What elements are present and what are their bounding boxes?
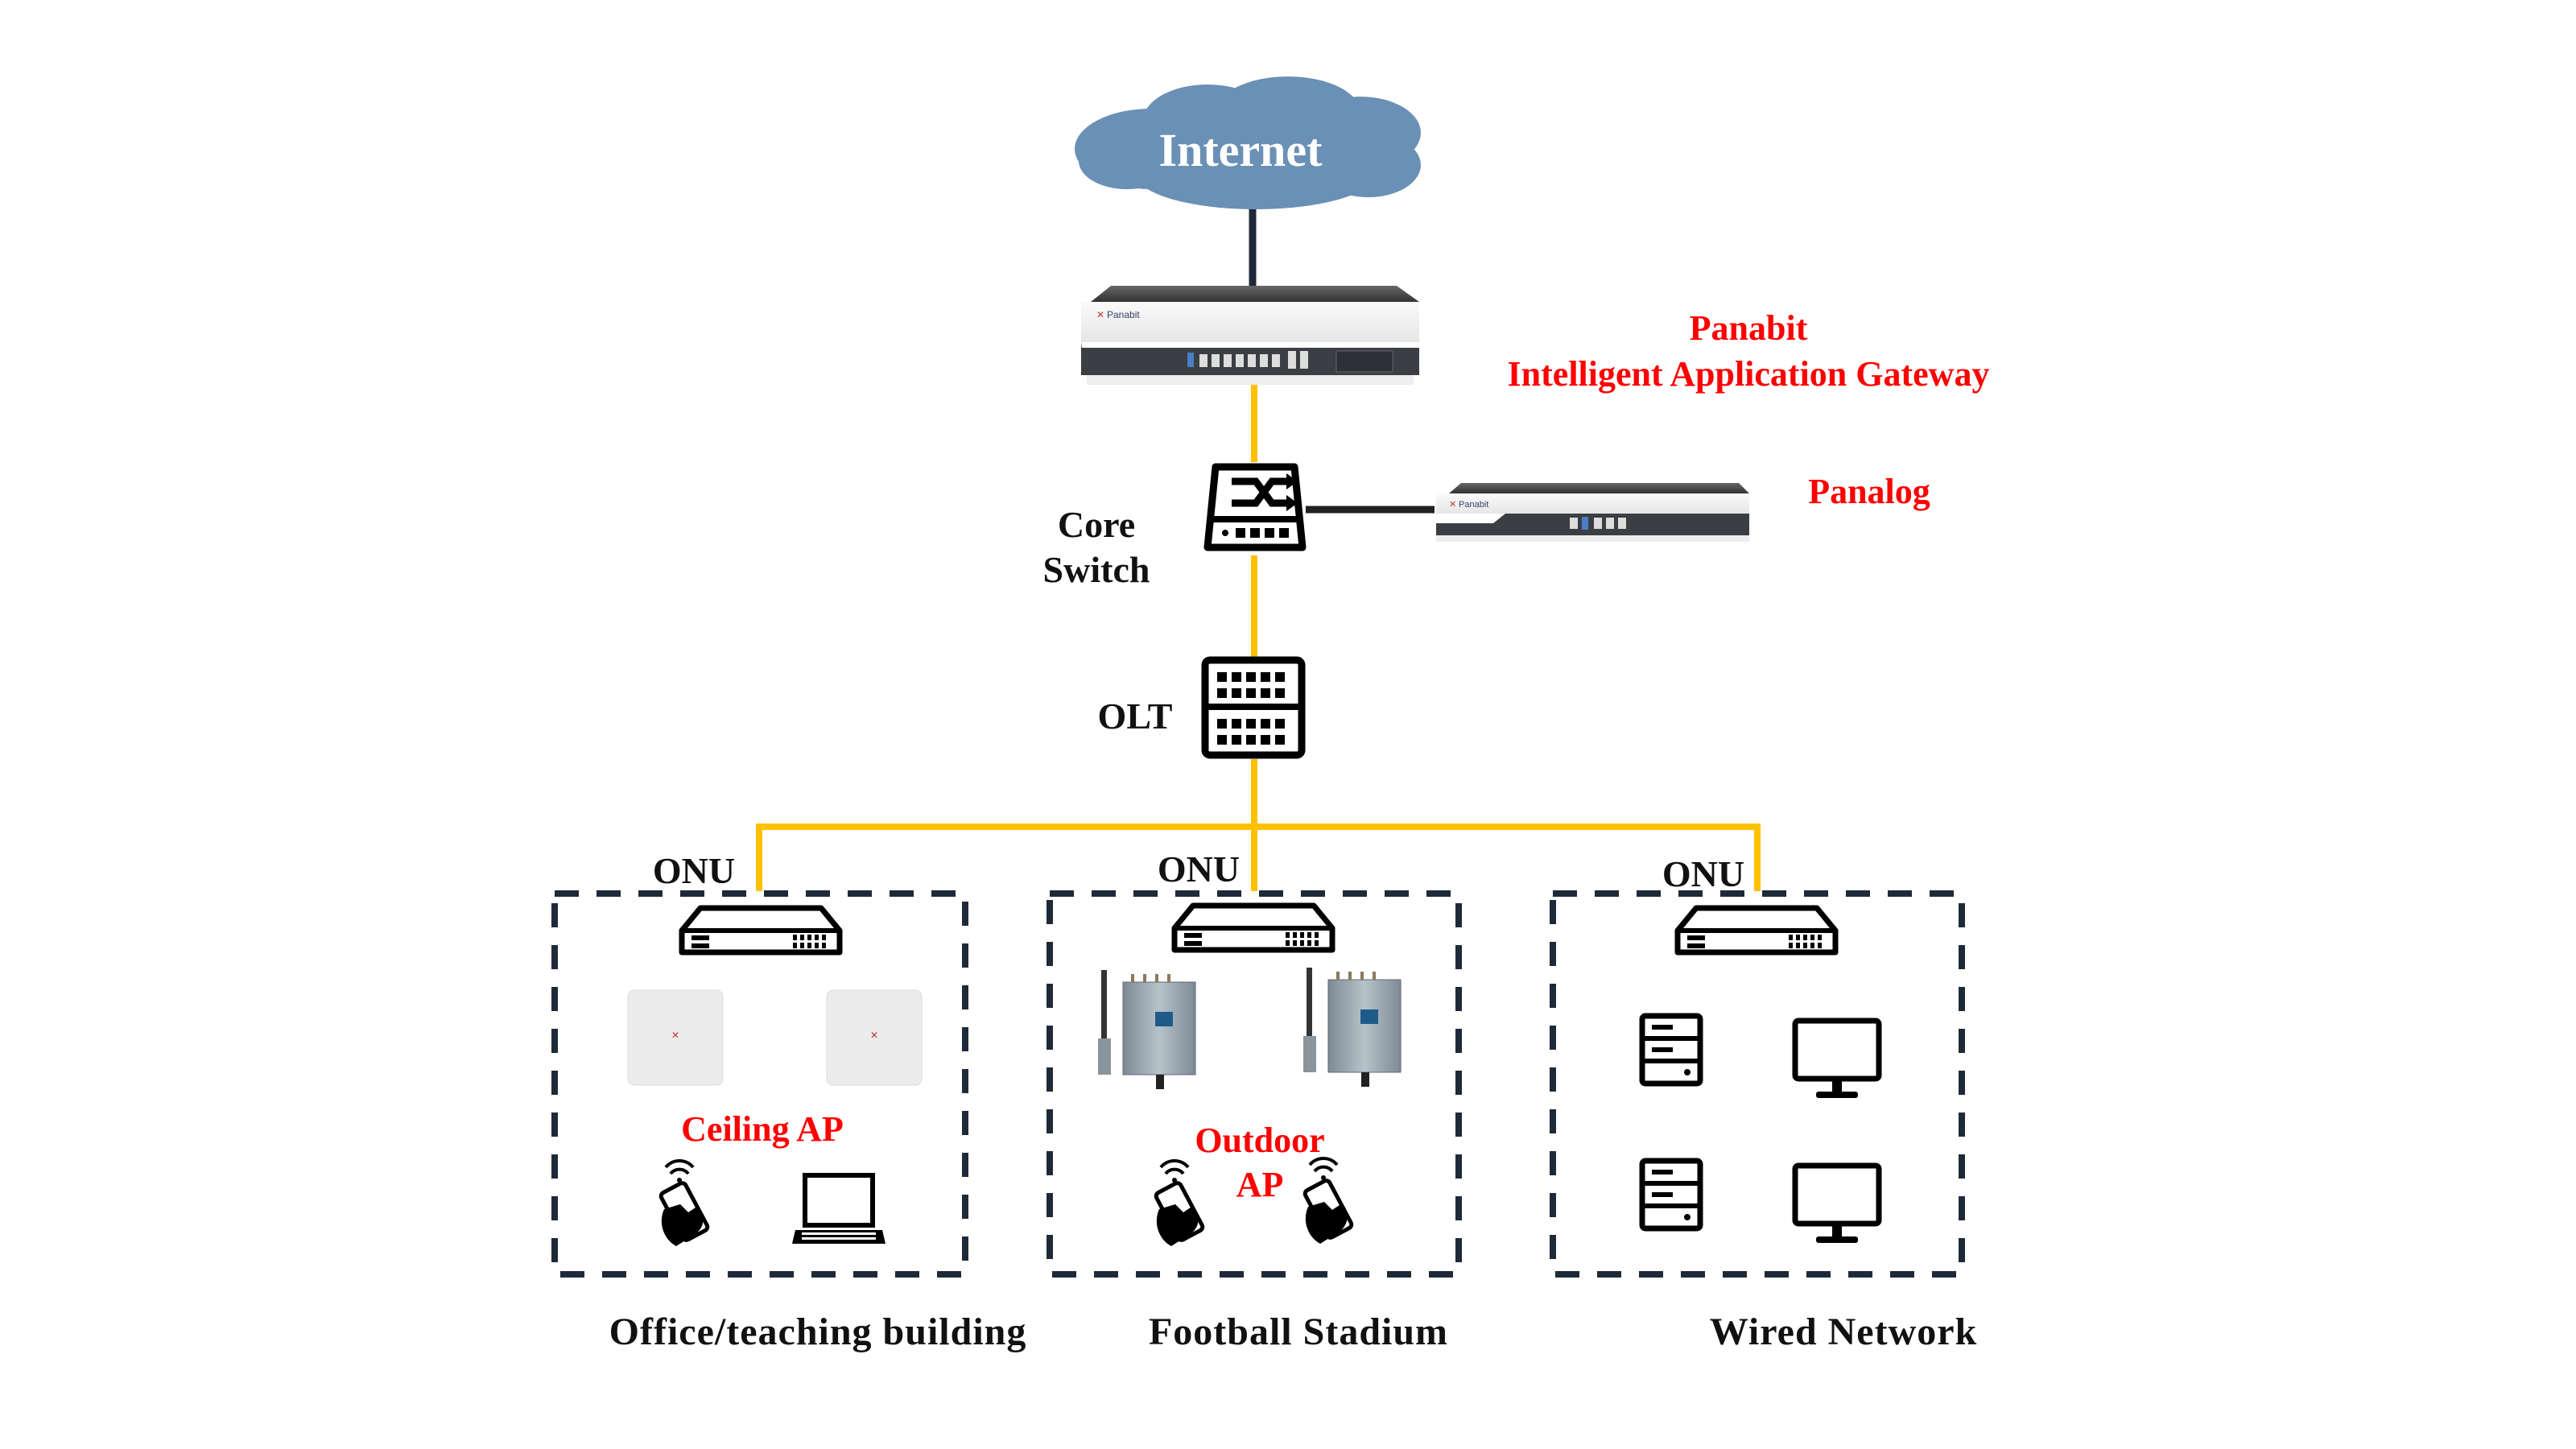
core-switch-label-line1: Core <box>1057 504 1136 545</box>
onu-label: ONU <box>1662 853 1745 894</box>
outdoor-ap-icon <box>1098 970 1196 1089</box>
zone-box-wired <box>1550 890 1965 1278</box>
server-icon <box>1642 1161 1700 1228</box>
gateway-title-line1: Panabit <box>1689 308 1808 348</box>
ceiling-ap-icon: ✕ <box>826 989 923 1086</box>
zone-box-office <box>551 890 968 1278</box>
onu-icon <box>1678 908 1835 952</box>
monitor-icon <box>1792 1018 1882 1098</box>
olt-icon <box>1201 656 1306 759</box>
svg-text:✕: ✕ <box>1096 309 1104 320</box>
smartphone-hand-icon <box>1303 1158 1352 1244</box>
svg-text:Panabit: Panabit <box>1459 500 1488 510</box>
internet-label: Internet <box>1158 124 1323 176</box>
server-icon <box>1639 1013 1703 1087</box>
monitor-icon <box>1795 1166 1879 1243</box>
svg-text:✕: ✕ <box>870 1030 878 1041</box>
cloud-icon <box>1075 76 1421 209</box>
olt-label: OLT <box>1097 696 1173 737</box>
ceiling-ap-icon: ✕ <box>627 989 724 1086</box>
gateway-device: ✕ Panabit <box>1081 286 1419 385</box>
panalog-label: Panalog <box>1808 472 1930 511</box>
onu-icon <box>679 905 843 956</box>
switch-icon <box>1203 463 1307 551</box>
onu-label: ONU <box>1157 848 1241 890</box>
ceiling-ap-label: Ceiling AP <box>681 1109 844 1149</box>
outdoor-ap-label-line1: Outdoor <box>1195 1121 1325 1160</box>
gateway-title-line2: Intelligent Application Gateway <box>1507 354 1990 394</box>
zone-caption-wired: Wired Network <box>1709 1311 1978 1353</box>
smartphone-hand-icon <box>1154 1161 1203 1246</box>
panalog-device: ✕ Panabit <box>1436 483 1749 542</box>
svg-text:✕: ✕ <box>1449 500 1456 510</box>
onu-icon <box>1174 906 1332 950</box>
laptop-icon <box>792 1173 886 1244</box>
outdoor-ap-icon <box>1302 967 1402 1088</box>
smartphone-hand-icon <box>658 1158 710 1246</box>
svg-text:Panabit: Panabit <box>1107 309 1140 320</box>
onu-label: ONU <box>652 850 736 891</box>
core-switch-label-line2: Switch <box>1042 549 1150 590</box>
zone-caption-stadium: Football Stadium <box>1148 1311 1449 1353</box>
svg-text:✕: ✕ <box>671 1030 679 1041</box>
zone-box-stadium <box>1046 890 1462 1278</box>
fiber-distribution-line <box>756 824 1761 891</box>
zone-caption-office: Office/teaching building <box>609 1311 1027 1353</box>
outdoor-ap-label-line2: AP <box>1236 1165 1284 1204</box>
